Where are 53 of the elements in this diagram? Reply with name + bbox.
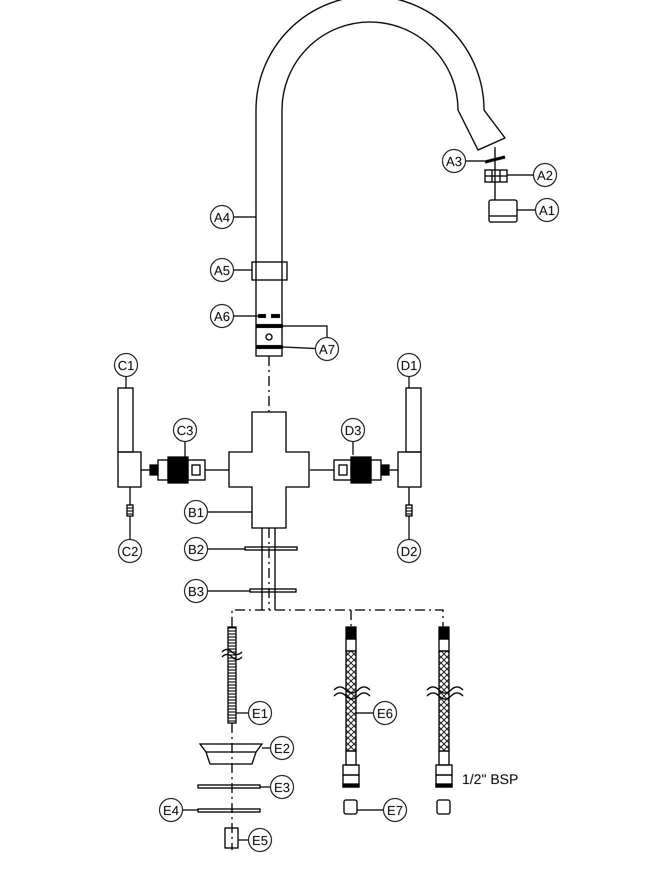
- callout-number: E1: [248, 701, 272, 725]
- callout-number: D3: [341, 418, 365, 442]
- leader-line: [260, 786, 270, 788]
- leader-line: [208, 590, 250, 592]
- callout-number: B2: [184, 537, 208, 561]
- leader-line: [282, 346, 316, 350]
- callout-number: A5: [210, 258, 234, 282]
- callout-number: A1: [535, 198, 559, 222]
- callout-number: D2: [397, 539, 421, 563]
- leader-line: [236, 712, 248, 714]
- nut-drawing: [343, 799, 358, 815]
- leader-line: [129, 516, 131, 539]
- callout-number: C3: [173, 418, 197, 442]
- callout-number: E5: [248, 828, 272, 852]
- callout-number: B3: [184, 579, 208, 603]
- callout-number: D1: [397, 353, 421, 377]
- callout-number: A3: [442, 149, 466, 173]
- leader-line: [466, 160, 485, 162]
- leader-line: [352, 442, 354, 455]
- callout-number: A6: [210, 304, 234, 328]
- callout-number: C1: [114, 353, 138, 377]
- leader-line: [507, 174, 533, 176]
- leader-line: [238, 839, 248, 841]
- callout-number: A7: [315, 337, 339, 361]
- leader-line: [234, 216, 256, 218]
- washer-drawing: [484, 156, 506, 164]
- callout-number: A2: [533, 163, 557, 187]
- leader-line: [283, 325, 328, 337]
- leader-line: [234, 315, 258, 317]
- grub-screw-drawing: [126, 504, 134, 517]
- leader-line: [408, 377, 410, 388]
- nut-drawing: [484, 169, 508, 183]
- leader-line: [184, 442, 186, 457]
- leader-line: [356, 712, 373, 714]
- leader-line: [408, 516, 410, 539]
- callout-number: E2: [270, 736, 294, 760]
- block-drawing: [224, 827, 239, 849]
- callout-number: E7: [383, 798, 407, 822]
- callout-number: E6: [373, 701, 397, 725]
- callout-number: B1: [184, 500, 208, 524]
- leader-line: [208, 511, 252, 513]
- callout-number: E4: [159, 798, 183, 822]
- callout-number: E3: [270, 775, 294, 799]
- leader-line: [208, 548, 245, 550]
- thread-size-label: 1/2" BSP: [462, 771, 518, 787]
- leader-line: [234, 269, 252, 271]
- callout-number: C2: [118, 539, 142, 563]
- grub-screw-drawing: [405, 504, 413, 517]
- leader-line: [125, 377, 127, 388]
- leader-line: [357, 809, 383, 811]
- leader-line: [517, 209, 535, 211]
- callout-number: A4: [210, 205, 234, 229]
- leader-line: [183, 809, 198, 811]
